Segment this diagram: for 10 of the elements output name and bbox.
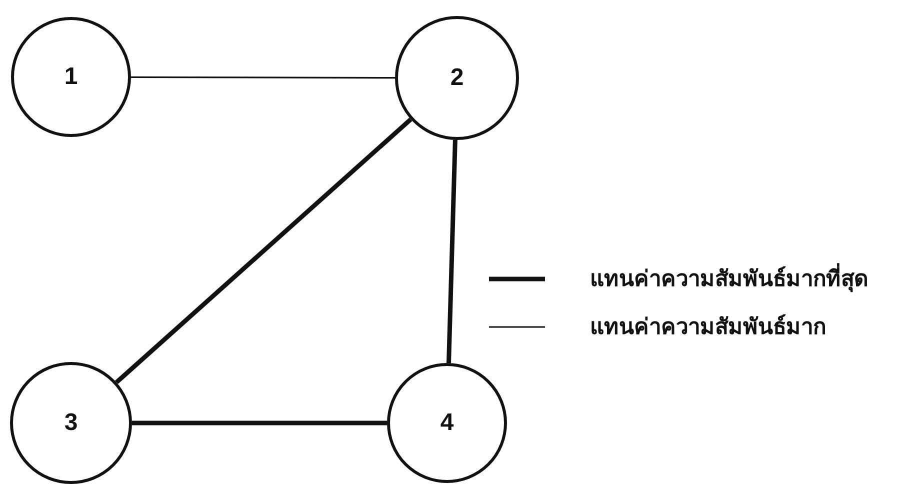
- legend-text: แทนค่าความสัมพันธ์มากที่สุด: [590, 261, 868, 296]
- connector-line: [131, 76, 395, 79]
- connector-line: [114, 118, 412, 384]
- node-number: 3: [64, 409, 78, 437]
- node-number: 1: [64, 63, 78, 91]
- legend-text: แทนค่าความสัมพันธ์มาก: [590, 313, 826, 342]
- connector-line: [132, 420, 387, 426]
- node-number: 2: [450, 64, 464, 92]
- node-number: 4: [440, 409, 454, 437]
- connector-line: [446, 140, 458, 364]
